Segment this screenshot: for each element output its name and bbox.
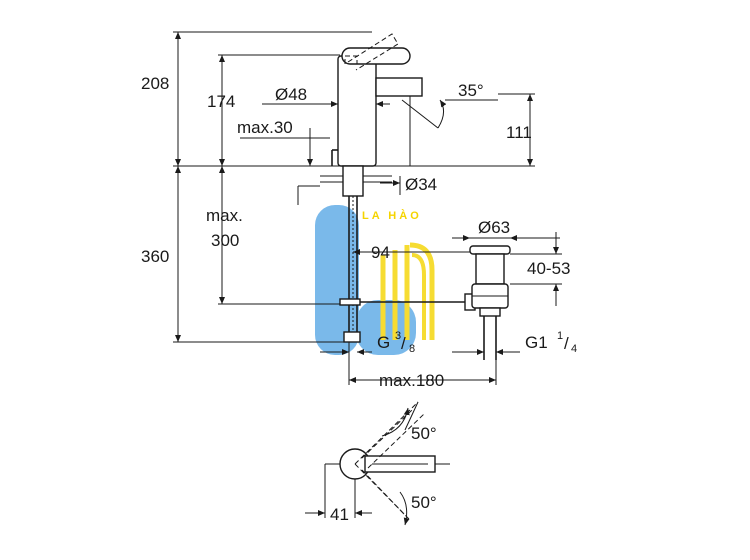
- svg-text:/: /: [564, 334, 569, 353]
- dimension-spout-outlet: 111: [409, 93, 535, 166]
- dimension-label: G1: [525, 333, 548, 352]
- thread-denominator: 4: [571, 343, 577, 355]
- watermark-logo: [315, 205, 435, 355]
- dimension-label: max.180: [379, 371, 444, 390]
- dimension-waste-thread: G1 1 / 4: [452, 330, 577, 355]
- dimension-label: Ø34: [405, 175, 437, 194]
- dimension-360: 360: [141, 166, 181, 342]
- dimension-label-line1: max.: [206, 206, 243, 225]
- faucet-plan-view: 50° 50° 41: [305, 401, 450, 526]
- dimension-label-line2: 300: [211, 231, 239, 250]
- dimension-label-top: 50°: [411, 424, 437, 443]
- dimension-label: 174: [207, 92, 235, 111]
- dimension-waste-diameter: Ø63: [452, 218, 560, 241]
- pop-up-waste: [469, 245, 511, 360]
- dimension-label: Ø63: [478, 218, 510, 237]
- watermark-text: LA HÀO: [362, 209, 422, 222]
- dimension-projection: max.180: [348, 342, 497, 390]
- mounting-assembly: Ø34: [297, 165, 437, 343]
- dimension-label-bottom: 50°: [411, 493, 437, 512]
- dimension-deck-thickness: 40-53: [510, 232, 570, 306]
- dimension-label: Ø48: [275, 85, 307, 104]
- dimension-label: 41: [330, 505, 349, 524]
- dimension-label: max.30: [237, 118, 293, 137]
- dimension-174: 174: [207, 55, 235, 166]
- faucet-elevation: [331, 33, 423, 167]
- dimension-label: 40-53: [527, 259, 570, 278]
- dimension-label: 35°: [458, 81, 484, 100]
- dimension-max-300: max. 300: [206, 166, 243, 304]
- dimension-label: 94: [371, 243, 390, 262]
- dimension-lever-clearance: max.30: [237, 118, 313, 166]
- dimension-lever-angle: 35°: [401, 81, 498, 129]
- dimension-waste-offset: 94: [353, 243, 490, 262]
- dimension-body-diameter: Ø48: [262, 85, 390, 107]
- dimension-label: 360: [141, 247, 169, 266]
- dimension-connection-thread: G 3 / 8: [320, 330, 415, 355]
- dimension-label: 111: [506, 123, 532, 142]
- dimension-label: 208: [141, 74, 169, 93]
- dimension-208: 208: [141, 32, 181, 166]
- dimension-label: G: [377, 333, 390, 352]
- svg-text:/: /: [401, 334, 406, 353]
- thread-denominator: 8: [409, 343, 415, 355]
- thread-numerator: 1: [557, 330, 563, 342]
- thread-numerator: 3: [395, 330, 401, 342]
